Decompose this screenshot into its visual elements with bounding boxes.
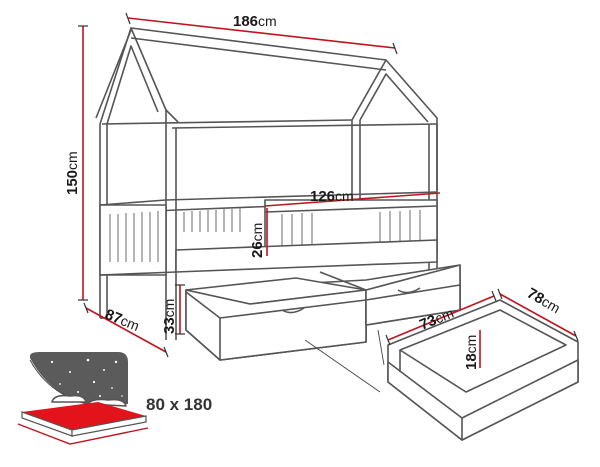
length-dimension-label: 186cm <box>233 13 277 30</box>
rail-height-dimension-label: 26cm <box>249 223 266 258</box>
house-bed-frame <box>95 27 438 340</box>
drawer-width-dimension-label: 78cm <box>524 285 563 317</box>
dimension-lines <box>78 12 579 368</box>
height-dimension-label: 150cm <box>64 151 81 195</box>
drawer-unit <box>185 264 461 361</box>
width-dimension-label: 87cm <box>103 306 142 335</box>
drawer-height-dimension-label: 33cm <box>161 299 178 334</box>
drawer-inner-height-dimension-label: 18cm <box>463 335 480 370</box>
drawer-depth-dimension-label: 73cm <box>417 305 456 334</box>
rail-length-dimension-label: 126cm <box>310 188 354 205</box>
mattress-size-label: 80 x 180 <box>146 395 212 414</box>
mattress-icon <box>17 352 149 445</box>
drawer-detail <box>304 299 579 441</box>
